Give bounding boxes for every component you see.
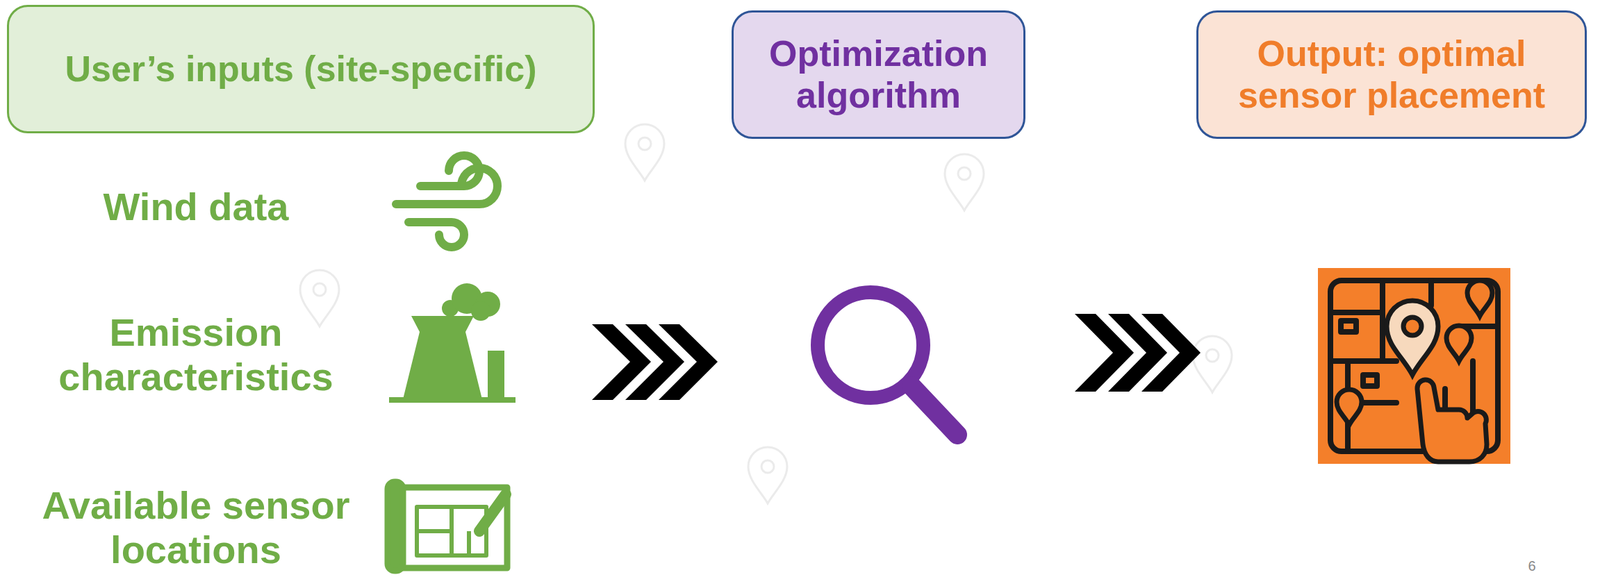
wind-icon <box>396 155 498 248</box>
output-header: Output: optimal sensor placement <box>1196 10 1587 139</box>
blueprint-icon <box>387 482 508 572</box>
chevron-arrows <box>591 324 718 401</box>
page-number: 6 <box>1518 558 1546 575</box>
header-text: Optimization algorithm <box>733 33 1024 117</box>
algorithm-header: Optimization algorithm <box>731 10 1026 139</box>
factory-icon <box>389 283 516 403</box>
header-text: User’s inputs (site-specific) <box>49 48 552 91</box>
input-label: Available sensor locations <box>8 483 384 574</box>
header-text: Output: optimal sensor placement <box>1198 33 1585 117</box>
chevron-arrows <box>1074 314 1201 392</box>
input-header: User’s inputs (site-specific) <box>6 4 595 134</box>
input-label: Emission characteristics <box>15 310 377 401</box>
magnifier-icon <box>817 292 958 435</box>
map-icon <box>1317 268 1511 465</box>
watermark-pins <box>300 124 1232 504</box>
input-label: Wind data <box>8 184 384 230</box>
